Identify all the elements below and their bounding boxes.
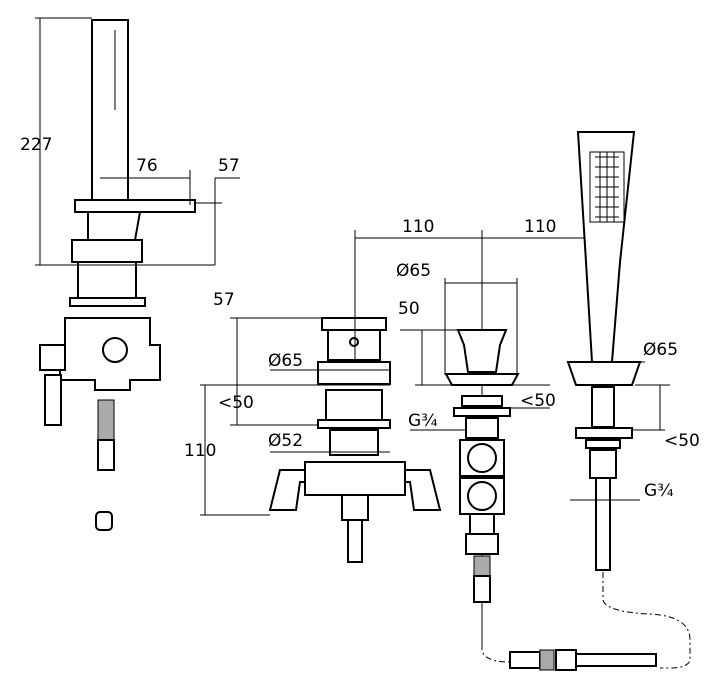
dim-227: 227 xyxy=(20,135,52,155)
dim-110-left: 110 xyxy=(402,217,434,237)
dim-50-handle: 50 xyxy=(398,299,420,319)
dimension-lines-holder xyxy=(568,361,670,501)
dimension-lines-left xyxy=(35,17,240,266)
dim-g34-handle: G¾ xyxy=(408,411,438,431)
dim-g34-holder: G¾ xyxy=(644,481,674,501)
dim-76: 76 xyxy=(136,156,158,176)
dim-50-handle-deck: <50 xyxy=(520,391,556,411)
dim-65-diverter: Ø65 xyxy=(268,351,303,371)
spout-assembly xyxy=(39,19,196,531)
dim-57-diverter: 57 xyxy=(213,290,235,310)
handle-assembly xyxy=(444,329,520,603)
dimension-lines-middle xyxy=(200,230,601,650)
dim-50-holder: <50 xyxy=(664,431,700,451)
dim-65-holder: Ø65 xyxy=(643,340,678,360)
dim-110-diverter: 110 xyxy=(184,441,216,461)
dim-52-diverter: Ø52 xyxy=(268,431,303,451)
dim-57-spout: 57 xyxy=(218,156,240,176)
dim-110-right: 110 xyxy=(524,217,556,237)
dim-50-diverter: <50 xyxy=(218,393,254,413)
dim-65-handle: Ø65 xyxy=(396,261,431,281)
dimension-lines-handle xyxy=(400,278,550,431)
diverter-assembly xyxy=(268,317,442,563)
handshower-holder-assembly xyxy=(481,131,691,671)
